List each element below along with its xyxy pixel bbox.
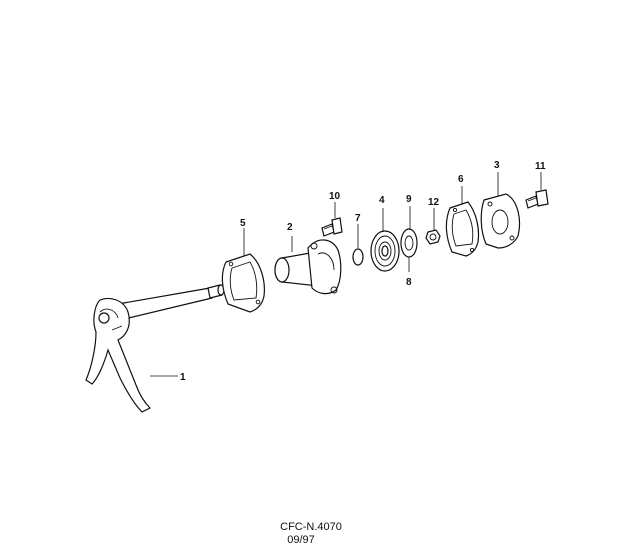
callout-10: 10 — [329, 191, 341, 202]
bolt-11 — [525, 189, 549, 209]
reference-code: CFC-N.4070 — [280, 521, 342, 533]
cover-3 — [480, 193, 521, 249]
leader-lines — [150, 172, 542, 377]
callout-3: 3 — [494, 160, 500, 171]
washer-9 — [400, 228, 418, 258]
callout-8: 8 — [406, 277, 412, 288]
callout-4: 4 — [379, 195, 385, 206]
callout-1: 1 — [180, 372, 186, 383]
o-ring-7 — [352, 248, 364, 266]
nut-12 — [425, 229, 441, 245]
callout-2: 2 — [287, 222, 293, 233]
callout-6: 6 — [458, 174, 464, 185]
bolt-10 — [321, 217, 343, 237]
callout-11: 11 — [535, 161, 546, 172]
callout-7: 7 — [355, 213, 361, 224]
sleeve-housing-2 — [274, 239, 342, 295]
callout-12: 12 — [428, 197, 440, 208]
callout-9: 9 — [406, 194, 412, 205]
gasket-5 — [221, 253, 265, 313]
callout-5: 5 — [240, 218, 246, 229]
shift-fork-with-rod — [85, 284, 225, 413]
seal-4 — [370, 230, 400, 272]
gasket-6 — [445, 201, 480, 257]
reference-date: 09/97 — [287, 534, 315, 546]
